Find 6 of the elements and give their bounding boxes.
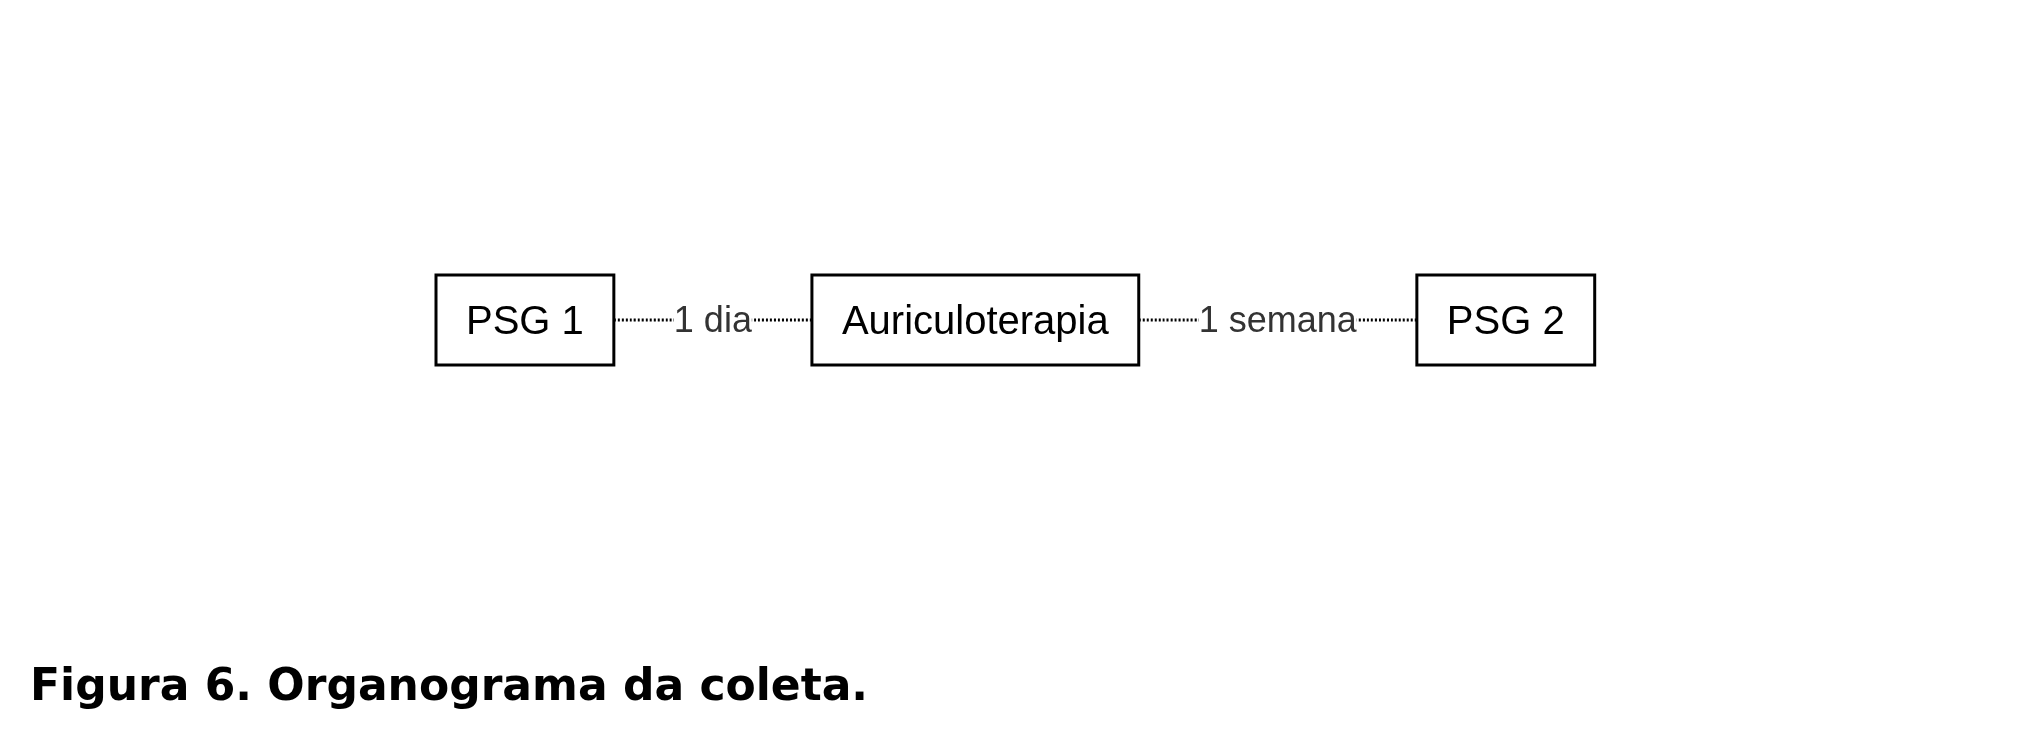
- edge-label: 1 dia: [673, 299, 752, 340]
- caption: Figura 6. Organograma da coleta.: [30, 659, 869, 710]
- node-box: PSG 1: [434, 273, 615, 367]
- edge-label: 1 semana: [1198, 299, 1357, 340]
- node-box: Auriculoterapia: [810, 273, 1140, 367]
- node-box: PSG 2: [1415, 273, 1596, 367]
